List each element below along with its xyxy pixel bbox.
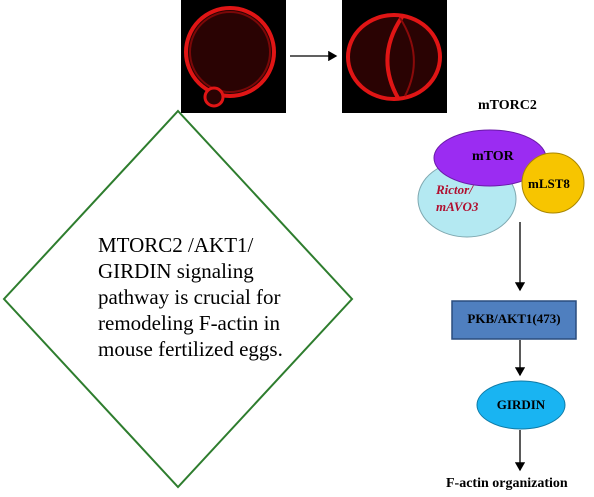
mlst8-ellipse (521, 152, 585, 214)
pkb-label: PKB/AKT1(473) (467, 311, 561, 326)
girdin-ellipse (476, 380, 566, 430)
egg-image-after (342, 0, 447, 113)
rictor-label-line2: mAVO3 (436, 199, 479, 214)
girdin-label: GIRDIN (496, 397, 546, 412)
text-diamond (2, 109, 354, 489)
rictor-label-line1: Rictor/ (436, 182, 473, 197)
mlst8-label: mLST8 (528, 176, 570, 191)
mtorc2-title: mTORC2 (478, 98, 537, 113)
mtor-label: mTOR (472, 149, 514, 164)
factin-label: F-actin organization (446, 476, 568, 491)
pkb-box (451, 300, 577, 340)
pathway-description: MTORC2 /AKT1/ GIRDIN signaling pathway i… (98, 233, 283, 361)
egg-image-before (181, 0, 286, 113)
